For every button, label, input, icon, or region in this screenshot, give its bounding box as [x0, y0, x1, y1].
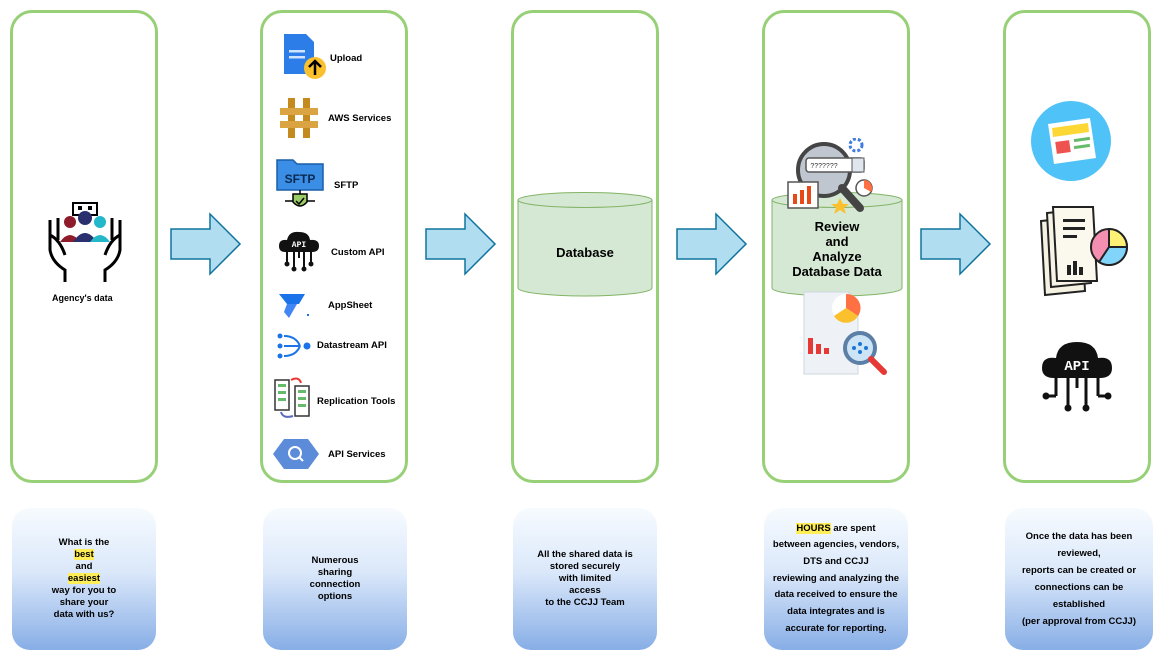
description-line: reports can be created or [1021, 564, 1137, 576]
review-label-line: Review [814, 219, 860, 234]
description-line: stored securely [549, 561, 621, 573]
newspaper-icon [1031, 101, 1111, 181]
database-description: All the shared data is stored securely w… [513, 508, 657, 650]
description-line: are spent [830, 522, 876, 534]
description-line: Numerous [311, 555, 359, 567]
description-line: What is the [58, 537, 110, 549]
sharing-item-label: Upload [330, 53, 363, 64]
upload-file-icon [284, 34, 326, 79]
description-line: access [569, 584, 601, 596]
sharing-item-label: AWS Services [328, 113, 392, 124]
description-line: share your [59, 596, 109, 608]
flow-arrow [920, 212, 992, 276]
report-magnifier-icon [803, 291, 887, 375]
sharing-item-label: AppSheet [328, 300, 373, 311]
description-line: connection [309, 579, 361, 590]
description-line: sharing [317, 567, 353, 579]
replication-icon [274, 377, 310, 418]
outputs-description: Once the data has been reviewed, reports… [1005, 508, 1153, 650]
review-label-line: and [825, 234, 849, 249]
description-line: data integrates and is [787, 605, 885, 617]
description-line: data with us? [53, 608, 115, 620]
sftp-icon-text: SFTP [285, 172, 316, 186]
sharing-item-label: API Services [328, 449, 386, 460]
api-cloud-icon: API [1042, 342, 1112, 412]
description-line: to the CCJJ Team [545, 596, 625, 608]
flow-arrow [170, 212, 242, 276]
description-line: options [317, 590, 353, 602]
sftp-folder-icon: SFTP [276, 159, 324, 207]
review-label-line: Database Data [792, 264, 882, 279]
description-line: and [75, 561, 93, 573]
datastream-icon [277, 333, 311, 359]
people-in-hands-icon [48, 202, 122, 282]
description-line: reviewed, [1057, 547, 1101, 559]
review-description: HOURS are spent between agencies, vendor… [764, 508, 908, 650]
agency-panel [10, 10, 158, 483]
description-line: reviewing and analyzing the [772, 572, 900, 584]
analytics-search-icon: ??????? [787, 138, 873, 214]
description-line: accurate for reporting. [785, 622, 887, 634]
agency-label: Agency's data [52, 293, 113, 303]
database-cylinder [517, 192, 653, 297]
description-line: established [1052, 599, 1106, 611]
description-line: connections can be [1034, 582, 1124, 593]
description-line: between agencies, vendors, [772, 539, 900, 551]
api-icon-text: API [1064, 359, 1089, 375]
sharing-item-label: Custom API [331, 247, 385, 258]
database-label: Database [556, 245, 614, 260]
hours-highlight: HOURS [796, 522, 831, 534]
description-line: All the shared data is [537, 549, 633, 561]
sharing-item-label: SFTP [334, 180, 359, 191]
sharing-description: Numerous sharing connection options [263, 508, 407, 650]
description-line: with limited [558, 573, 612, 585]
description-line: data received to ensure the [774, 589, 898, 601]
highlighted-word: best [74, 549, 94, 561]
aws-icon [280, 98, 318, 138]
description-line: DTS and CCJJ [803, 556, 869, 568]
description-line: way for you to [51, 584, 117, 596]
description-line: Once the data has been [1025, 530, 1133, 542]
sharing-item-label: Datastream API [317, 340, 387, 351]
description-line: (per approval from CCJJ) [1021, 616, 1136, 628]
api-cloud-icon: API [279, 231, 319, 272]
flow-arrow [676, 212, 748, 276]
review-label: Review and Analyze Database Data [771, 219, 903, 279]
api-icon-text: API [292, 241, 307, 250]
agency-description: What is the best and easiest way for you… [12, 508, 156, 650]
search-text: ??????? [810, 163, 837, 170]
review-label-line: Analyze [812, 249, 862, 264]
highlighted-word: easiest [67, 573, 101, 585]
api-services-icon [273, 439, 319, 469]
sharing-item-label: Replication Tools [317, 396, 396, 407]
reports-chart-icon [1039, 206, 1129, 297]
appsheet-icon [279, 294, 309, 318]
flow-arrow [425, 212, 497, 276]
